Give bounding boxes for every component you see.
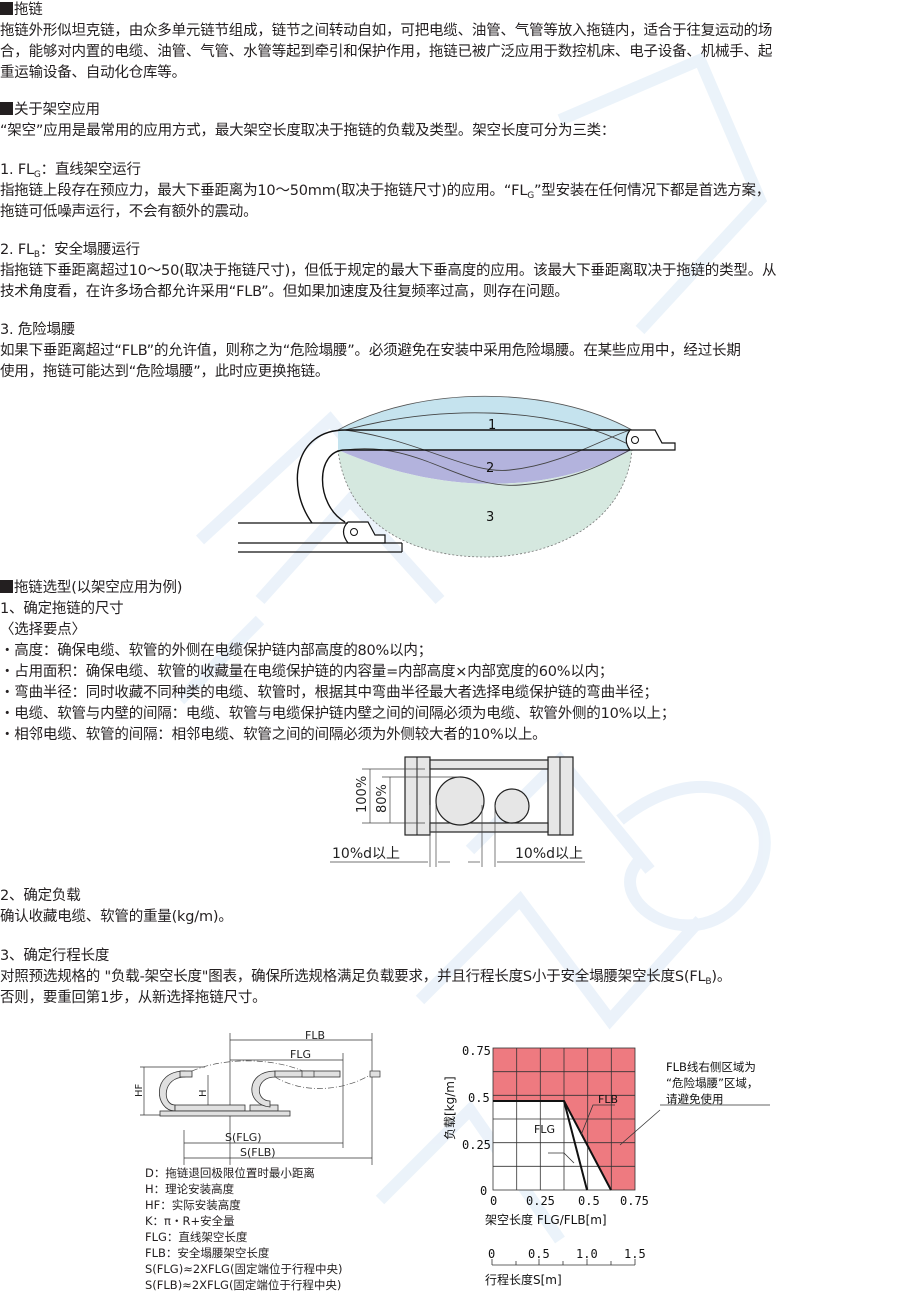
legend-s-flb: S(FLB)≈2XFLG(固定端位于行程中央) [145,1278,342,1292]
load-span-chart: FLB FLG 0.75 0.5 0.25 0 0 0.25 0.5 0.75 … [443,1044,770,1287]
point-height: ・高度：确保电缆、软管的外侧在电缆保护链内部高度的80%以内； [0,643,433,659]
label-s-flb: S(FLB) [240,1146,276,1159]
x-axis-label: 架空长度 FLG/FLB[m] [485,1212,607,1227]
zone-label-2: 2 [486,461,494,476]
danger-annotation-1: FLB线右侧区域为 [666,1060,756,1074]
label-80-percent: 80% [375,784,390,813]
point-bend-radius: ・弯曲半径：同时收藏不同种类的电缆、软管时，根据其中弯曲半径最大者选择电缆保护链… [0,685,658,701]
y-tick-05: 0.5 [468,1091,490,1105]
intro-line-1: 拖链外形似坦克链，由众多单元链节组成，链节之间转动自如，可把电缆、油管、气管等放… [0,23,773,39]
flb-title: 2. FLB：安全塌腰运行 [0,240,140,266]
text-fragment: ”型安装在任何情况下都是首选方案， [533,183,771,199]
label-s-flg: S(FLG) [225,1131,262,1144]
flg-series-label: FLG [534,1123,555,1136]
point-adjacent-gap: ・相邻电缆、软管的间隔：相邻电缆、软管之间的间隔必须为外侧较大者的10%以上。 [0,727,547,743]
danger-sag-desc-1: 如果下垂距离超过“FLB”的允许值，则称之为“危险塌腰”。必须避免在安装中采用危… [0,343,741,359]
text-fragment: G [527,191,534,201]
flg-desc-2: 拖链可低噪声运行，不会有额外的震动。 [0,204,258,220]
step3-text-2: 否则，要重回第1步，从新选择拖链尺寸。 [0,990,267,1006]
stroke-tick-05: 0.5 [528,1247,550,1261]
flg-line [563,1100,588,1191]
legend-k: K：π・R+安全量 [145,1214,235,1228]
section-heading-selection: 拖链选型(以架空应用为例) [0,578,182,599]
y-tick-025: 0.25 [462,1138,491,1152]
y-tick-0: 0 [480,1184,487,1198]
danger-annotation-2: “危险塌腰”区域， [666,1076,758,1090]
text-fragment: B [33,250,40,260]
intro-line-3: 重运输设备、自动化仓库等。 [0,65,186,81]
sag-zones-diagram: 1 2 3 [238,395,676,558]
zone-label-3: 3 [486,510,494,525]
step2-text: 确认收藏电缆、软管的重量(kg/m)。 [0,909,233,925]
x-tick-025: 0.25 [526,1194,555,1208]
section-heading-drag-chain: 拖链 [0,0,43,21]
legend-hf: HF：实际安装高度 [145,1198,241,1212]
danger-sag-title: 3. 危险塌腰 [0,322,76,338]
heading-square-icon [0,580,13,593]
label-flb: FLB [305,1029,325,1042]
stroke-scale-label: 行程长度S[m] [485,1272,562,1287]
legend-d: D：拖链退回极限位置时最小距离 [145,1166,315,1180]
step3-title: 3、确定行程长度 [0,948,110,964]
zone-label-1: 1 [488,418,496,433]
text-fragment: 1. FL [0,162,34,178]
text-fragment: 关于架空应用 [14,102,100,118]
x-tick-075: 0.75 [620,1194,649,1208]
heading-square-icon [0,102,13,115]
points-title: 〈选择要点〉 [0,622,86,638]
stroke-tick-15: 1.5 [624,1247,646,1261]
text-fragment: 2. FL [0,242,34,258]
label-flg: FLG [290,1048,311,1061]
point-wall-gap: ・电缆、软管与内壁的间隔：电缆、软管与电缆保护链内壁之间的间隔必须为电缆、软管外… [0,706,676,722]
flg-title: 1. FLG：直线架空运行 [0,160,141,186]
y-axis-label: 负载[kg/m] [443,1076,457,1140]
stroke-tick-10: 1.0 [576,1247,598,1261]
text-fragment: G [33,170,41,180]
label-100-percent: 100% [355,776,370,813]
label-hf: HF [134,1083,145,1097]
text-fragment: )。 [711,969,732,985]
text-fragment: 拖链 [14,2,43,18]
text-fragment: 拖链选型(以架空应用为例) [14,580,183,596]
danger-annotation-3: 请避免使用 [666,1092,724,1106]
y-tick-075: 0.75 [462,1044,491,1058]
flb-desc-1: 指拖链下垂距离超过10～50(取决于拖链尺寸)，但低于规定的最大下垂高度的应用。… [0,263,777,279]
legend-flb: FLB：安全塌腰架空长度 [145,1246,270,1260]
heading-square-icon [0,2,13,15]
stroke-tick-0: 0 [488,1247,495,1261]
text-fragment: 对照预选规格的 "负载-架空长度"图表，确保所选规格满足负载要求，并且行程长度S… [0,969,706,985]
text-fragment: ：直线架空运行 [40,162,141,178]
flb-desc-2: 技术角度看，在许多场合都允许采用“FLB”。但如果加速度及往复频率过高，则存在问… [0,284,569,300]
text-fragment: 指拖链上段存在预应力，最大下垂距离为10～50mm(取决于拖链尺寸)的应用。“F… [0,183,528,199]
legend-s-flg: S(FLG)≈2XFLG(固定端位于行程中央) [145,1262,343,1276]
overhead-intro: “架空”应用是最常用的应用方式，最大架空长度取决于拖链的负载及类型。架空长度可分… [0,123,616,139]
flb-series-label: FLB [598,1093,618,1106]
cross-section-diagram: 100% 80% 10%d以上 10%d以上 [330,756,585,867]
legend-flg: FLG：直线架空长度 [145,1230,248,1244]
text-fragment: ：安全塌腰运行 [39,242,140,258]
legend-h: H：理论安装高度 [145,1182,235,1196]
intro-line-2: 合，能够对内置的电缆、油管、气管、水管等起到牵引和保护作用，拖链已被广泛应用于数… [0,44,773,60]
label-h: H [198,1089,209,1097]
installation-diagram: FLB FLG HF H S(FLG) S(FLB) [134,1029,381,1165]
x-tick-0: 0 [490,1194,497,1208]
section-heading-overhead: 关于架空应用 [0,100,100,121]
danger-sag-desc-2: 使用，拖链可能达到“危险塌腰”，此时应更换拖链。 [0,364,330,380]
label-gap-left: 10%d以上 [332,846,400,862]
x-tick-05: 0.5 [578,1194,600,1208]
step2-title: 2、确定负载 [0,888,81,904]
label-gap-right: 10%d以上 [515,846,583,862]
step1-title: 1、确定拖链的尺寸 [0,601,124,617]
text-fragment: B [705,977,712,987]
point-area: ・占用面积：确保电缆、软管的收藏量在电缆保护链的内容量=内部高度×内部宽度的60… [0,664,614,680]
